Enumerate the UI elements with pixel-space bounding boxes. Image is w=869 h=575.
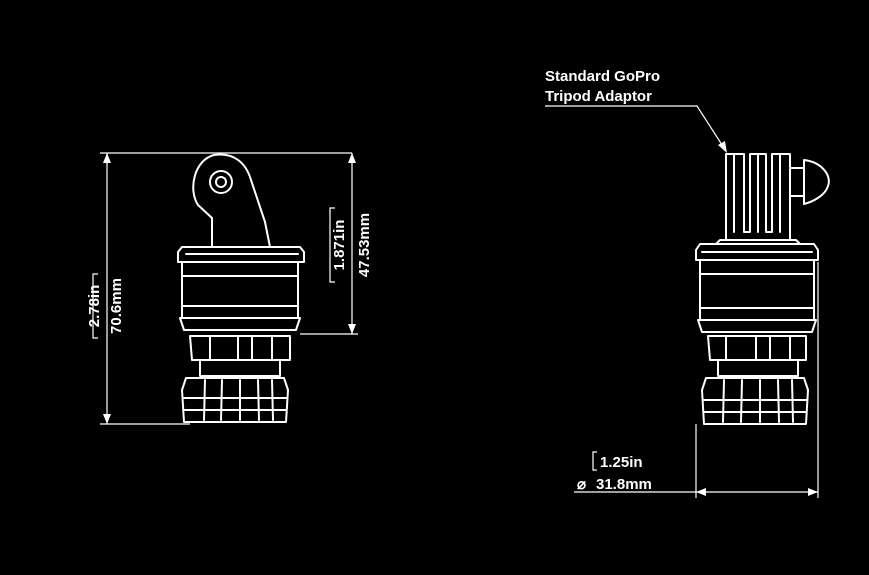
arrow-head (348, 153, 356, 163)
knurl-line (257, 379, 260, 421)
knurl-line (203, 379, 206, 421)
tab-hole-inner (215, 176, 227, 188)
callout-line-2: Tripod Adaptor (545, 88, 652, 105)
leader-line (545, 105, 725, 149)
lower-flange (179, 317, 301, 331)
stem (199, 359, 281, 377)
callout-line-1: Standard GoPro (545, 68, 660, 85)
side-stem (717, 359, 799, 377)
diameter-symbol: ⌀ (577, 476, 586, 493)
arrow-head (103, 153, 111, 163)
dimension-bracket (329, 207, 335, 283)
diameter-inches-label: 1.25in (600, 454, 643, 471)
side-flange (697, 319, 817, 333)
thumb-screw (789, 159, 830, 205)
upper-height-mm-label: 47.53mm (356, 213, 373, 277)
mount-tab (192, 153, 271, 248)
upper-height-inches-label: 1.871in (331, 220, 348, 271)
side-main-body (699, 259, 815, 321)
main-body (181, 261, 299, 319)
diameter-mm-label: 31.8mm (596, 476, 652, 493)
tab-hole-outer (209, 170, 233, 194)
leader-arrow (718, 141, 727, 153)
front-upper-dimension: 1.871in 47.53mm (300, 153, 373, 335)
arrow-head (103, 414, 111, 424)
side-view (695, 153, 830, 425)
spline-hub (189, 335, 291, 361)
arrow-head (348, 324, 356, 334)
side-collar (695, 243, 819, 261)
height-inches-label: 2.78in (86, 285, 103, 328)
dimension-bracket (592, 451, 597, 471)
dimension-bracket (92, 273, 98, 339)
front-view (177, 153, 305, 423)
height-mm-label: 70.6mm (108, 278, 125, 334)
front-height-dimension: 2.78in 70.6mm (86, 152, 352, 425)
knurl-line (220, 379, 223, 421)
arrow-head (808, 488, 818, 496)
knurled-knob (181, 377, 289, 423)
arrow-head (696, 488, 706, 496)
collar-top (177, 246, 305, 263)
diameter-dimension: 1.25in ⌀ 31.8mm (574, 262, 819, 498)
knurl-line (271, 379, 274, 421)
side-knurled-knob (701, 377, 809, 425)
adaptor-callout: Standard GoPro Tripod Adaptor (545, 68, 727, 153)
side-spline-hub (707, 335, 807, 361)
